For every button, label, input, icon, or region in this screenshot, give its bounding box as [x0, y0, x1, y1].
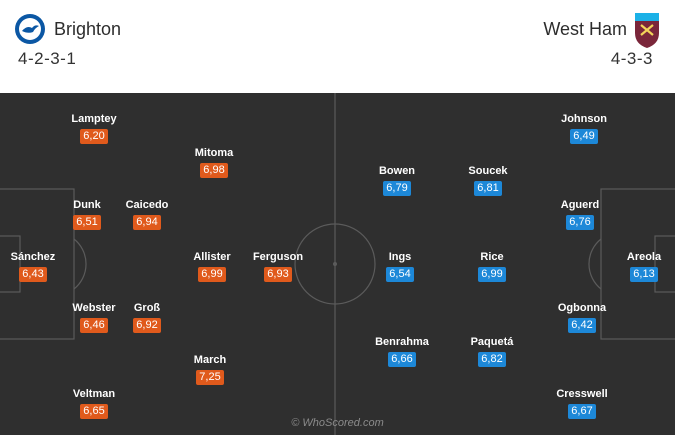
home-player[interactable]: Lamptey 6,20: [54, 113, 134, 144]
player-rating-badge: 7,25: [196, 370, 224, 385]
player-name: Ings: [388, 251, 412, 263]
player-name: Dunk: [73, 199, 101, 211]
player-name: Bowen: [378, 165, 416, 177]
player-rating-badge: 6,43: [19, 267, 47, 282]
player-rating-badge: 6,81: [474, 181, 502, 196]
away-formation: 4-3-3: [610, 49, 653, 68]
player-name: Cresswell: [556, 388, 608, 400]
player-rating-badge: 6,42: [568, 318, 596, 333]
away-team-name: West Ham: [543, 19, 627, 39]
player-name: Paquetá: [470, 336, 514, 348]
player-rating-badge: 6,76: [566, 215, 594, 230]
home-player[interactable]: Mitoma 6,98: [174, 147, 254, 178]
player-name: Ferguson: [252, 251, 304, 263]
home-player[interactable]: Allister 6,99: [172, 251, 252, 282]
player-rating-badge: 6,54: [386, 267, 414, 282]
player-name: March: [193, 354, 227, 366]
player-rating-badge: 6,20: [80, 129, 108, 144]
away-player[interactable]: Areola 6,13: [604, 251, 675, 282]
away-player[interactable]: Bowen 6,79: [357, 165, 437, 196]
player-rating-badge: 6,82: [478, 352, 506, 367]
away-player[interactable]: Benrahma 6,66: [362, 336, 442, 367]
player-rating-badge: 6,92: [133, 318, 161, 333]
player-name: Soucek: [468, 165, 508, 177]
away-player[interactable]: Ogbonna 6,42: [542, 302, 622, 333]
home-team-name: Brighton: [54, 19, 122, 39]
away-player[interactable]: Rice 6,99: [452, 251, 532, 282]
home-player[interactable]: Veltman 6,65: [54, 388, 134, 419]
home-player[interactable]: Sánchez 6,43: [0, 251, 73, 282]
home-player[interactable]: Dunk 6,51: [47, 199, 127, 230]
player-rating-badge: 6,93: [264, 267, 292, 282]
player-rating-badge: 6,49: [570, 129, 598, 144]
player-name: Areola: [626, 251, 662, 263]
player-rating-badge: 6,79: [383, 181, 411, 196]
player-name: Webster: [72, 302, 116, 314]
away-player[interactable]: Johnson 6,49: [544, 113, 624, 144]
player-name: Johnson: [561, 113, 607, 125]
player-rating-badge: 6,99: [198, 267, 226, 282]
player-rating-badge: 6,51: [73, 215, 101, 230]
home-player[interactable]: Ferguson 6,93: [238, 251, 318, 282]
player-rating-badge: 6,99: [478, 267, 506, 282]
player-name: Rice: [480, 251, 504, 263]
player-name: Allister: [193, 251, 231, 263]
away-player[interactable]: Cresswell 6,67: [542, 388, 622, 419]
away-player[interactable]: Soucek 6,81: [448, 165, 528, 196]
player-rating-badge: 6,46: [80, 318, 108, 333]
home-formation: 4-2-3-1: [18, 49, 77, 68]
player-name: Groß: [133, 302, 161, 314]
brighton-crest-icon: [15, 14, 45, 44]
player-rating-badge: 6,94: [133, 215, 161, 230]
player-name: Benrahma: [375, 336, 429, 348]
player-name: Ogbonna: [557, 302, 607, 314]
player-rating-badge: 6,13: [630, 267, 658, 282]
player-name: Sánchez: [10, 251, 56, 263]
player-name: Mitoma: [194, 147, 234, 159]
player-name: Lamptey: [71, 113, 117, 125]
player-rating-badge: 6,65: [80, 404, 108, 419]
home-player[interactable]: Webster 6,46: [54, 302, 134, 333]
away-player[interactable]: Paquetá 6,82: [452, 336, 532, 367]
pitch-markings: [0, 93, 675, 435]
player-rating-badge: 6,66: [388, 352, 416, 367]
westham-crest-icon: [635, 13, 659, 48]
player-name: Veltman: [72, 388, 116, 400]
player-name: Caicedo: [125, 199, 169, 211]
home-player[interactable]: Groß 6,92: [107, 302, 187, 333]
away-player[interactable]: Aguerd 6,76: [540, 199, 620, 230]
player-rating-badge: 6,67: [568, 404, 596, 419]
player-rating-badge: 6,98: [200, 163, 228, 178]
home-player[interactable]: Caicedo 6,94: [107, 199, 187, 230]
pitch: Lamptey 6,20 Mitoma 6,98 Dunk 6,51 Caice…: [0, 93, 675, 435]
whoscored-watermark: © WhoScored.com: [291, 417, 384, 429]
player-name: Aguerd: [560, 199, 600, 211]
match-header: Brighton 4-2-3-1 West Ham 4-3-3: [0, 0, 675, 92]
home-player[interactable]: March 7,25: [170, 354, 250, 385]
away-player[interactable]: Ings 6,54: [360, 251, 440, 282]
